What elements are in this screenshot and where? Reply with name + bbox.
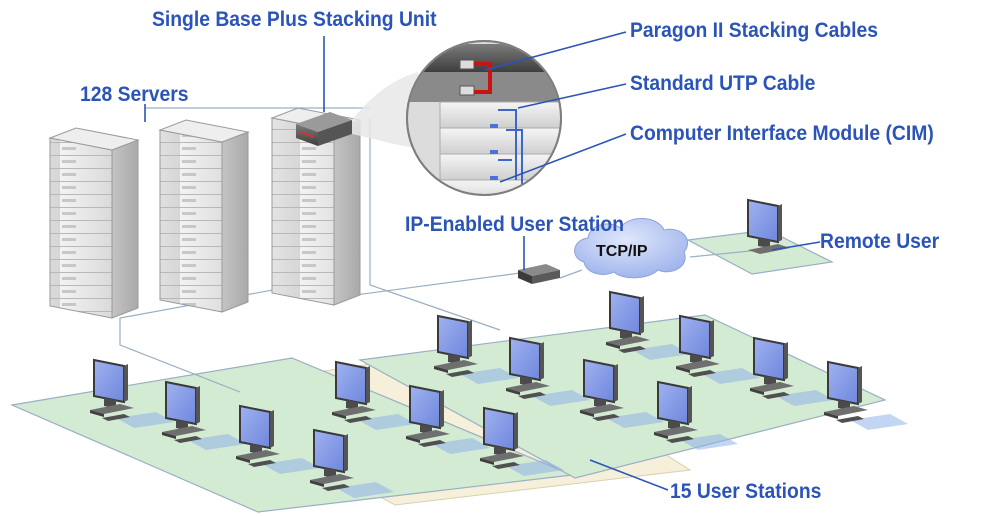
user-station [236,404,320,474]
label-utp-cable: Standard UTP Cable [630,72,816,95]
leader-stacking-cables [484,31,627,71]
stacking-unit-device [296,112,352,146]
label-remote-user: Remote User [820,230,940,253]
label-stacking-cables: Paragon II Stacking Cables [630,19,879,42]
user-station [654,380,738,450]
leader-user-stations [589,459,669,491]
label-user-stations: 15 User Stations [670,480,822,503]
leader-utp-cable [517,83,627,109]
user-station [824,360,908,430]
user-station [332,360,416,430]
label-stacking-unit: Single Base Plus Stacking Unit [152,8,437,31]
label-tcpip: TCP/IP [596,243,648,260]
tcpip-cloud [574,218,689,279]
server-rack-1 [48,127,140,319]
user-station [606,290,690,360]
ip-station-device [518,264,560,284]
user-station [310,428,394,498]
callout-leaders [144,31,821,491]
user-station [434,314,518,384]
magnifier-detail [406,40,562,196]
remote-workstation [747,198,790,254]
user-station [162,380,246,450]
stacking-cable-red [474,62,492,94]
user-station-group [90,290,908,498]
user-station [676,314,760,384]
leader-cim [499,133,627,183]
user-station [506,336,590,406]
user-station [480,406,564,476]
label-servers: 128 Servers [80,83,189,106]
leader-remote-user [771,241,821,251]
user-station [750,336,834,406]
wire-cloud-to-remote [689,249,761,258]
user-station [580,358,664,428]
user-station [90,358,174,428]
label-cim: Computer Interface Module (CIM) [630,122,934,145]
wire-ip-station-to-cloud [559,269,583,279]
user-station [406,384,490,454]
label-ip-station: IP-Enabled User Station [405,213,625,236]
wire-racks-to-right-floor [369,118,501,331]
server-rack-2 [158,119,250,313]
